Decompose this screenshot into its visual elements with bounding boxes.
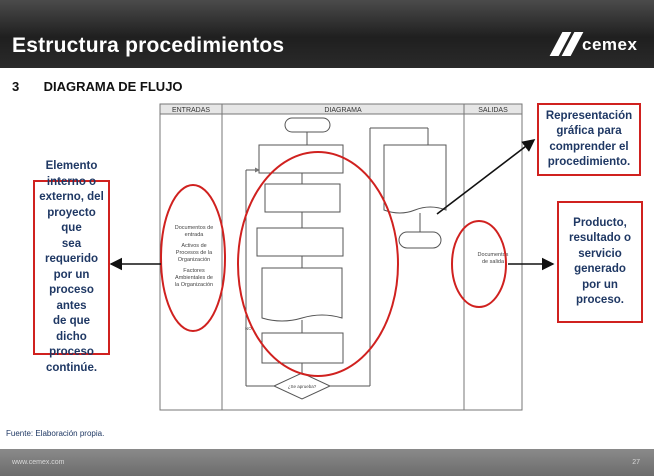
callout-line: resultado o (569, 232, 631, 244)
callout-output-definition: Producto, resultado o servicio generado … (557, 201, 643, 323)
callout-line: por un (582, 278, 618, 291)
page-number: 27 (632, 459, 640, 466)
inputs-line: Documentos de (175, 225, 214, 231)
inputs-line: la Organización (175, 282, 213, 288)
decision-diamond (272, 372, 332, 400)
diagonal-arrow (436, 139, 536, 215)
inputs-line: Ambientales de (175, 275, 213, 281)
start-terminator (284, 117, 331, 133)
callout-line: sea requerido (44, 237, 99, 266)
callout-line: interno o (46, 175, 97, 188)
outputs-line: de salida (482, 259, 505, 265)
process-box (264, 183, 341, 213)
callout-line: externo, del (39, 191, 104, 203)
col-inputs-header: ENTRADAS (172, 107, 210, 114)
callout-line: comprender el (549, 140, 629, 153)
callout-line: Representación (545, 109, 633, 122)
callout-line: gráfica para (556, 125, 622, 137)
callout-line: servicio (578, 247, 622, 260)
callout-input-definition: Elemento interno o externo, del proyecto… (33, 160, 110, 374)
decision-label: ¿Se aprueba? (288, 384, 317, 389)
callout-line: Producto, (573, 216, 627, 229)
footer-bar: www.cemex.com 27 (0, 449, 654, 476)
end-terminator (398, 231, 442, 249)
col-diagram-header: DIAGRAMA (324, 107, 362, 114)
header-bar: Estructura procedimientos cemex (0, 0, 654, 68)
callout-line: proceso. (576, 294, 624, 306)
callout-line: continúe. (45, 361, 98, 374)
outputs-text-group: Documentos de salida (478, 252, 509, 265)
outputs-line: Documentos (478, 252, 509, 258)
inputs-highlight-ellipse (160, 184, 226, 332)
process-box (258, 144, 344, 174)
outputs-highlight-ellipse (451, 220, 507, 308)
callout-line: por un (53, 268, 90, 281)
document-shape (261, 267, 343, 322)
callout-line: Elemento (45, 160, 98, 172)
diagram-highlight-ellipse (237, 151, 399, 377)
callout-diagram-definition: Representación gráfica para comprender e… (537, 103, 641, 176)
callout-line: generado (574, 263, 626, 275)
inputs-line: Activos de (181, 243, 206, 249)
callout-line: proceso (49, 346, 94, 358)
inputs-line: entrada (185, 232, 205, 238)
inputs-line: Procesos de la (176, 250, 213, 256)
inputs-text-group: Documentos de entrada Activos de Proceso… (175, 225, 214, 288)
inputs-line: Organización (178, 257, 210, 263)
callout-line: proceso antes (49, 284, 94, 312)
section-heading: 3 DIAGRAMA DE FLUJO (12, 79, 183, 94)
callout-line: procedimiento. (547, 156, 631, 168)
logo-text: cemex (582, 35, 638, 54)
callout-line: de que dicho (52, 315, 91, 343)
cemex-logo: cemex (549, 30, 638, 60)
footer-url: www.cemex.com (12, 459, 65, 466)
section-number: 3 (12, 79, 20, 94)
inputs-line: Factores (183, 268, 205, 274)
callout-line: proyecto que (47, 206, 96, 235)
no-label: NO (245, 326, 252, 331)
col-outputs-header: SALIDAS (478, 107, 508, 114)
document-shape (383, 144, 447, 214)
source-note: Fuente: Elaboración propia. (6, 429, 105, 438)
flowchart-header-row (159, 103, 523, 115)
process-box (256, 227, 344, 257)
section-title: DIAGRAMA DE FLUJO (43, 79, 183, 94)
slide-title: Estructura procedimientos (12, 34, 285, 57)
